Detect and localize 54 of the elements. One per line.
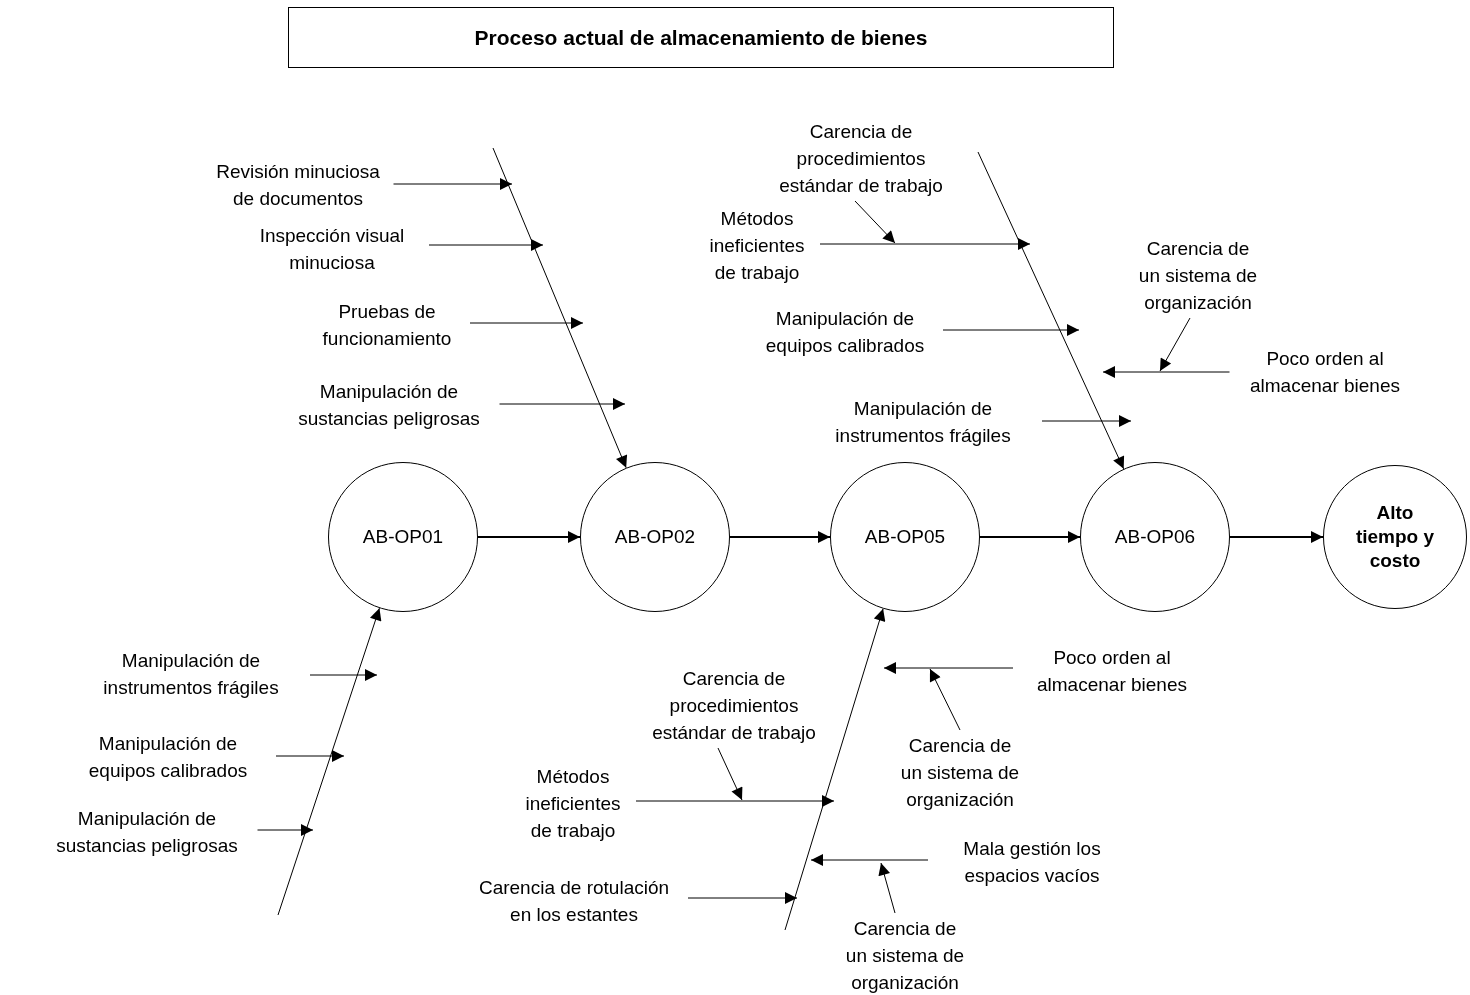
cause-label: Manipulación de sustancias peligrosas [286,378,492,432]
cause-label: Carencia de un sistema de organización [898,732,1022,813]
cause-arrow [810,854,929,866]
cause-arrow [687,892,798,904]
process-circle: AB-OP05 [830,462,980,612]
outcome-circle: Alto tiempo y costo [1323,465,1467,609]
bone-arrow [784,608,886,931]
cause-arrow [819,238,1031,250]
cause-label: Manipulación de equipos calibrados [68,730,268,784]
process-circle: AB-OP06 [1080,462,1230,612]
cause-arrow [428,239,544,251]
cause-arrow [309,669,378,681]
cause-label: Métodos ineficientes de trabajo [518,763,628,844]
cause-arrow [942,324,1080,336]
bone-arrow [977,151,1125,470]
cause-arrow [257,824,314,836]
cause-arrow [499,398,626,410]
cause-label: Métodos ineficientes de trabajo [702,205,812,286]
cause-arrow [1041,415,1132,427]
flow-arrow [979,531,1081,543]
cause-arrow [717,747,743,801]
cause-label: Carencia de procedimientos estándar de trabajo [643,665,825,746]
cause-label: Mala gestión los espacios vacíos [936,835,1128,889]
cause-arrow [393,178,513,190]
cause-label: Pruebas de funcionamiento [312,298,462,352]
process-circle: AB-OP02 [580,462,730,612]
cause-arrow [635,795,835,807]
cause-label: Carencia de rotulación en los estantes [468,874,680,928]
cause-label: Poco orden al almacenar bienes [1021,644,1203,698]
cause-label: Poco orden al almacenar bienes [1237,345,1413,399]
cause-arrow [883,662,1014,674]
cause-arrow [1159,317,1191,372]
bone-arrow [277,607,382,916]
cause-label: Inspección visual minuciosa [243,222,421,276]
process-circle: AB-OP01 [328,462,478,612]
cause-arrow [929,668,961,731]
cause-label: Manipulación de equipos calibrados [755,305,935,359]
cause-arrow [469,317,584,329]
flow-arrow [477,531,581,543]
cause-label: Manipulación de instrumentos frágiles [80,647,302,701]
cause-label: Carencia de un sistema de organización [1136,235,1260,316]
cause-label: Carencia de un sistema de organización [843,915,967,995]
cause-label: Manipulación de instrumentos frágiles [812,395,1034,449]
cause-arrow [878,862,896,914]
cause-arrow [854,200,896,244]
flow-arrow [1229,531,1324,543]
cause-label: Revisión minuciosa de documentos [210,158,386,212]
title-banner: Proceso actual de almacenamiento de bienes [288,7,1114,68]
cause-arrow [1102,366,1230,378]
cause-arrow [275,750,345,762]
flow-arrow [729,531,831,543]
bone-arrow [492,147,628,469]
cause-label: Carencia de procedimientos estándar de trabajo [776,118,946,199]
cause-label: Manipulación de sustancias peligrosas [44,805,250,859]
